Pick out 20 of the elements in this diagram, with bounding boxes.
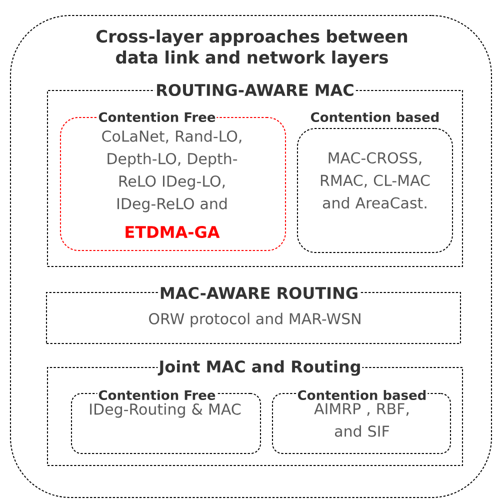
category-box — [46, 286, 461, 344]
subsection-heading: Contention Free — [97, 388, 217, 402]
heading: Cross-layer approaches between data link and network layers — [96, 30, 408, 68]
body-text: ORW protocol and MAR-WSN — [149, 312, 360, 328]
subsection-heading: Contention based — [296, 388, 428, 402]
subsection-heading: Contention Free — [97, 110, 217, 124]
subsection-heading: Contention based — [310, 112, 439, 122]
subcategory-box — [272, 388, 451, 454]
body-text: MAC-CROSS, RMAC, CL-MAC and AreaCast. — [320, 152, 430, 209]
body-text: AIMRP , RBF, and SIF — [314, 403, 409, 437]
body-text: IDeg-Routing & MAC — [90, 403, 241, 418]
highlighted-text: ETDMA-GA — [126, 226, 220, 238]
section-heading: MAC-AWARE ROUTING — [158, 286, 360, 300]
subcategory-box — [60, 110, 286, 251]
group-frame — [10, 15, 492, 498]
section-heading: Joint MAC and Routing — [158, 359, 362, 377]
body-text: CoLaNet, Rand-LO, Depth-LO, Depth-ReLO IDeg-LO, IDeg-ReLO and — [102, 130, 242, 212]
subcategory-box — [297, 112, 453, 253]
subcategory-box — [71, 388, 261, 454]
section-heading: ROUTING-AWARE MAC — [154, 82, 356, 98]
